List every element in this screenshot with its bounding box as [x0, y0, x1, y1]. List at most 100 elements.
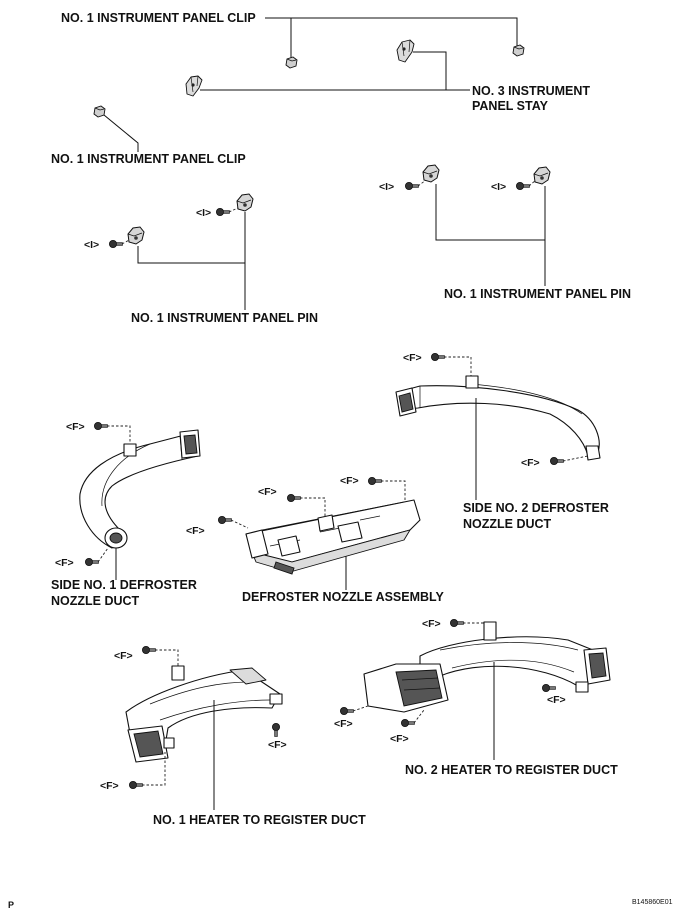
screw-icon: [109, 239, 123, 249]
duct-tab: [269, 693, 283, 705]
duct-tab: [163, 737, 175, 749]
screw-icon: [215, 207, 230, 217]
dash-line: [107, 425, 131, 446]
pin-left-group: <I> <I> NO. 1 INSTRUMENT PANEL PIN: [84, 193, 318, 325]
duct-tab: [585, 445, 601, 461]
label-side1-line1: SIDE NO. 1 DEFROSTER: [51, 578, 197, 592]
duct-edge: [419, 383, 583, 415]
screw-icon: [400, 719, 415, 727]
leader-pin-right-a: [435, 184, 545, 241]
dash-line: [230, 519, 249, 529]
label-stay-line2: PANEL STAY: [472, 99, 549, 113]
screw-icon: [286, 493, 301, 503]
side-no2-defroster-duct: <F> <F> SIDE NO. 2 DEFROSTER NOZZLE DUCT: [395, 352, 609, 531]
label-pin-right: NO. 1 INSTRUMENT PANEL PIN: [444, 287, 631, 301]
register-vanes: [401, 677, 441, 691]
nozzle-outlet: [277, 521, 363, 557]
instrument-panel-pin-icon: [422, 164, 440, 183]
screw-icon: [128, 781, 143, 789]
label-defroster: DEFROSTER NOZZLE ASSEMBLY: [242, 590, 445, 604]
label-side2-line1: SIDE NO. 2 DEFROSTER: [463, 501, 609, 515]
dash-line: [417, 179, 427, 187]
screw-icon: [339, 707, 354, 715]
duct-edge: [149, 681, 271, 721]
screw-icon: [449, 619, 464, 627]
duct-end-opening: [183, 434, 198, 455]
dash-line: [444, 356, 472, 378]
label-stay-line1: NO. 3 INSTRUMENT: [472, 84, 590, 98]
label-side1-line2: NOZZLE DUCT: [51, 594, 140, 608]
duct-top-panel: [229, 667, 267, 685]
duct-tab: [465, 375, 479, 389]
dash-line: [413, 709, 425, 724]
screw-icon: [430, 352, 445, 362]
fastener-mark-f: <F>: [258, 486, 277, 498]
fastener-mark-f: <F>: [268, 739, 287, 751]
fastener-mark-i: <I>: [196, 207, 211, 219]
screw-icon: [85, 558, 99, 566]
dash-line: [528, 179, 537, 187]
instrument-panel-pin-icon: [127, 226, 145, 245]
leader-stay-upper: [413, 51, 470, 91]
figure-id: B145860E01: [632, 899, 673, 906]
nozzle-tab: [317, 514, 335, 532]
label-heater2: NO. 2 HEATER TO REGISTER DUCT: [405, 763, 618, 777]
duct-body: [79, 431, 199, 549]
label-side2-line2: NOZZLE DUCT: [463, 517, 552, 531]
fastener-mark-f: <F>: [422, 618, 441, 630]
screw-icon: [550, 456, 564, 466]
screw-icon: [367, 476, 382, 486]
defroster-nozzle-assembly: <F> <F> <F> DEFROSTER NOZZLE ASSEMBLY: [186, 475, 445, 604]
duct-tab: [575, 681, 589, 693]
dash-line: [121, 238, 132, 245]
instrument-panel-pin-icon: [533, 166, 551, 185]
dash-line: [97, 547, 109, 563]
duct-tab: [483, 621, 497, 641]
duct-tab: [171, 665, 185, 681]
fastener-mark-f: <F>: [55, 557, 74, 569]
screw-icon: [94, 421, 108, 431]
fastener-mark-f: <F>: [403, 352, 422, 364]
dash-line: [155, 649, 179, 668]
dash-line: [142, 752, 166, 786]
duct-body: [125, 669, 281, 753]
duct-tab: [123, 443, 137, 457]
fastener-mark-i: <I>: [84, 239, 99, 251]
fastener-mark-f: <F>: [334, 718, 353, 730]
label-clip-top: NO. 1 INSTRUMENT PANEL CLIP: [61, 11, 256, 25]
duct-end-opening: [398, 392, 414, 413]
side-no1-defroster-duct: <F> <F> SIDE NO. 1 DEFROSTER NOZZLE DUCT: [51, 421, 201, 608]
dash-line: [352, 705, 369, 712]
duct-body: [397, 385, 600, 457]
label-pin-left: NO. 1 INSTRUMENT PANEL PIN: [131, 311, 318, 325]
screw-icon: [141, 646, 156, 654]
leader-clip-left: [103, 114, 139, 152]
dash-line: [562, 455, 589, 462]
screw-icon: [271, 723, 281, 737]
dash-line: [463, 622, 487, 640]
screw-icon: [217, 516, 232, 524]
screw-icon: [516, 181, 530, 191]
fastener-mark-f: <F>: [66, 421, 85, 433]
no2-heater-register-duct: <F> <F> <F> <F> NO. 2 HEATER TO REGISTER…: [334, 618, 618, 777]
fastener-mark-i: <I>: [491, 181, 506, 193]
label-clip-left: NO. 1 INSTRUMENT PANEL CLIP: [51, 152, 246, 166]
duct-register-opening: [395, 669, 443, 707]
fastener-mark-f: <F>: [186, 525, 205, 537]
fastener-mark-f: <F>: [390, 733, 409, 745]
instrument-panel-clip-icon: [285, 56, 298, 69]
instrument-panel-clip-icon: [512, 44, 525, 57]
fastener-mark-f: <F>: [114, 650, 133, 662]
nozzle-end: [245, 529, 269, 559]
fastener-mark-i: <I>: [379, 181, 394, 193]
leader-pin-left-b: [137, 246, 245, 264]
duct-outlet-hole: [109, 532, 123, 544]
dash-line: [300, 497, 326, 516]
screw-icon: [404, 181, 419, 191]
instrument-panel-stay-icon: [185, 75, 203, 97]
nozzle-foot: [273, 561, 295, 575]
no1-heater-register-duct: <F> <F> <F> NO. 1 HEATER TO REGISTER DUC…: [100, 646, 366, 827]
nozzle-underside: [251, 529, 411, 573]
